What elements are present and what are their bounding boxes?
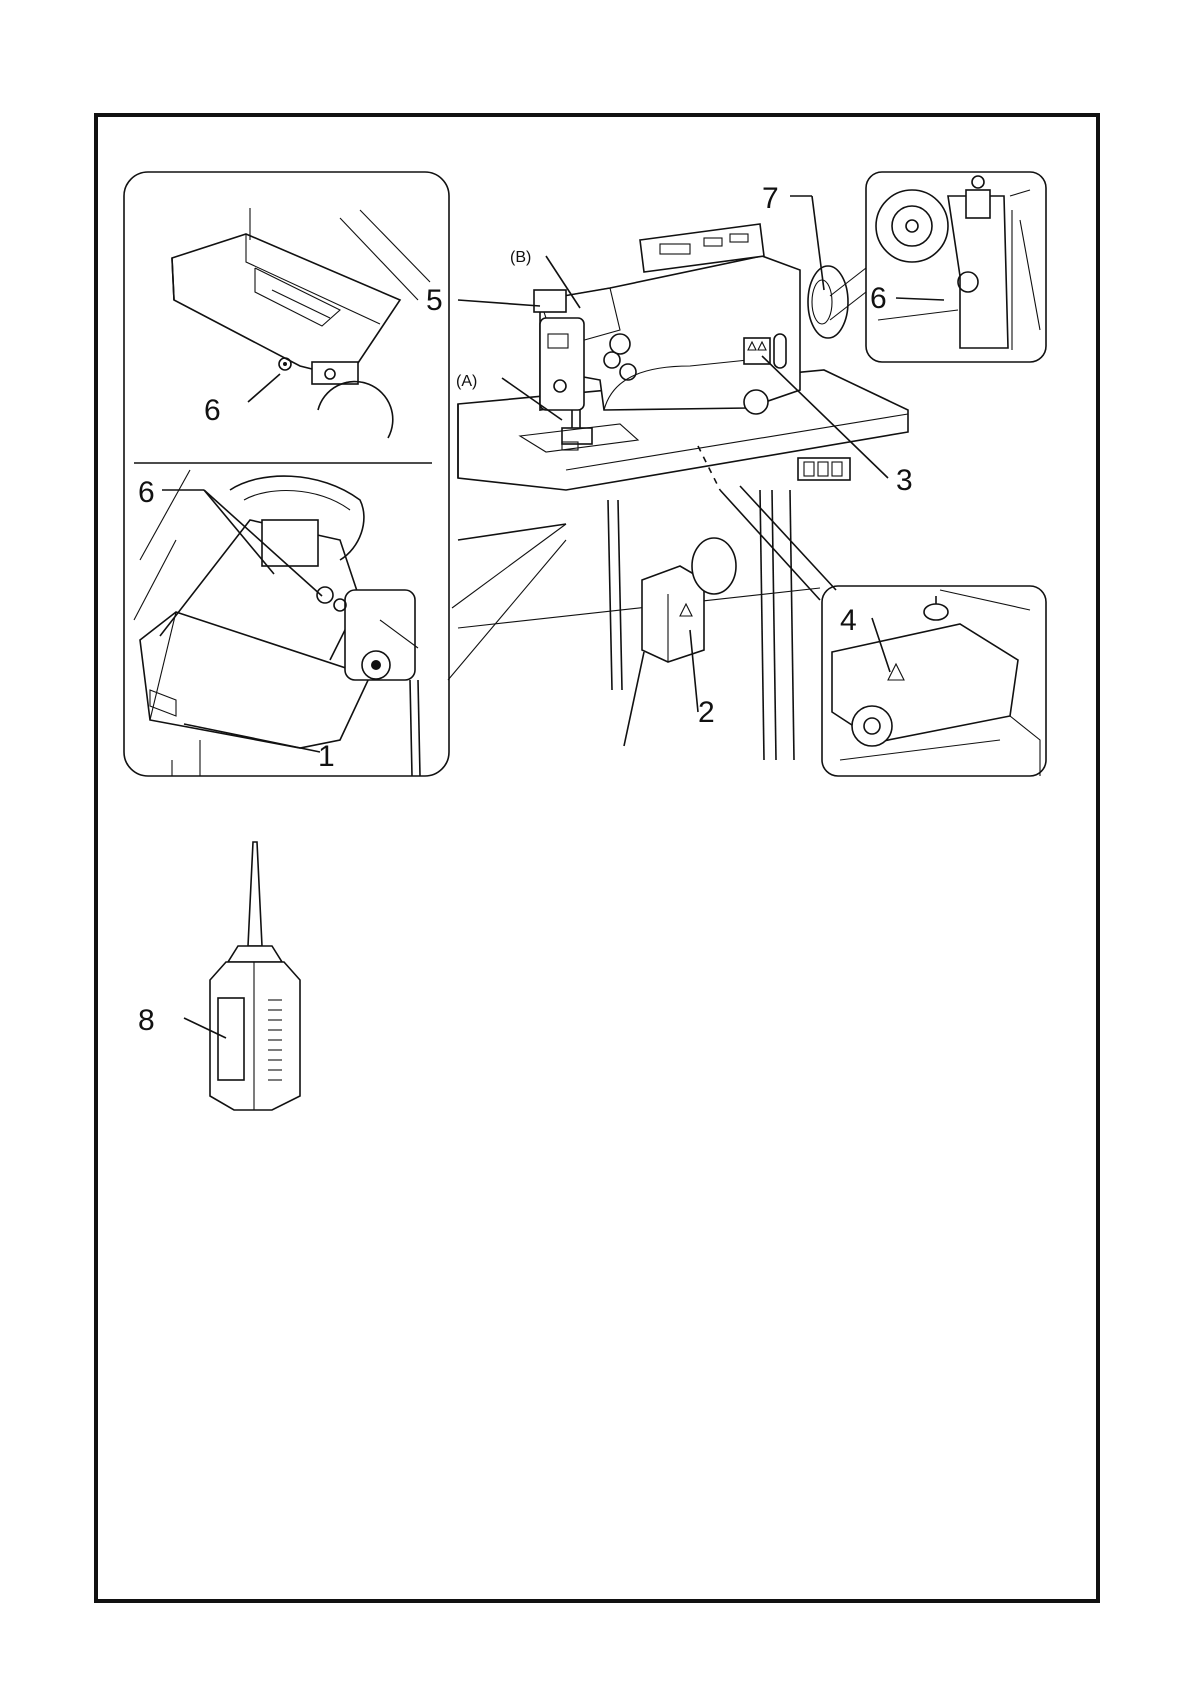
inset-oil-tank <box>124 172 449 776</box>
label-3: 3 <box>896 464 913 497</box>
label-8: 8 <box>138 1004 155 1037</box>
label-4: 4 <box>840 604 857 637</box>
bed-underside-drawing <box>134 470 420 776</box>
label-6-tank: 6 <box>204 394 221 427</box>
inset-pulley-side <box>866 172 1046 362</box>
oil-bottle <box>210 842 300 1110</box>
label-7: 7 <box>762 182 779 215</box>
label-2: 2 <box>698 696 715 729</box>
label-6-pulley: 6 <box>870 282 887 315</box>
label-5: 5 <box>426 284 443 317</box>
label-a: (A) <box>456 373 477 390</box>
label-1: 1 <box>318 740 335 773</box>
label-b: (B) <box>510 249 531 266</box>
label-6-underside: 6 <box>138 476 155 509</box>
